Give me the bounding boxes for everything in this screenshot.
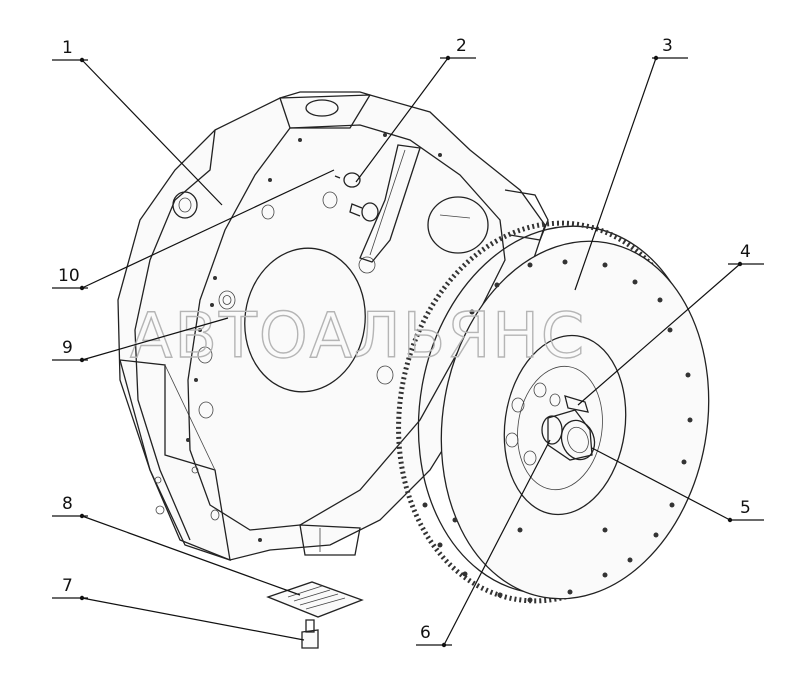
callout-4: 4 (577, 242, 764, 406)
callout-8: 8 (52, 494, 301, 596)
callout-label-2: 2 (456, 36, 467, 56)
callout-10: 10 (52, 169, 335, 291)
callout-1: 1 (52, 38, 223, 206)
callout-label-7: 7 (62, 576, 73, 596)
callout-label-1: 1 (62, 38, 73, 58)
callout-5: 5 (591, 447, 764, 523)
drain-plug (301, 619, 319, 649)
callout-3: 3 (574, 36, 688, 291)
callout-9: 9 (52, 317, 229, 363)
callout-7: 7 (52, 576, 305, 641)
callout-label-9: 9 (62, 338, 73, 358)
callout-label-3: 3 (662, 36, 673, 56)
callout-6: 6 (416, 439, 551, 648)
flywheel-housing (117, 91, 549, 561)
callouts: 1 2 3 4 5 (52, 36, 764, 648)
watermark: АВТОАЛЬЯНС (130, 299, 586, 372)
callout-label-8: 8 (62, 494, 73, 514)
pilot-bearing (541, 395, 596, 461)
callout-label-4: 4 (740, 242, 751, 262)
callout-label-6: 6 (420, 623, 431, 643)
callout-2: 2 (355, 36, 476, 183)
inspection-cover (266, 581, 364, 618)
callout-label-5: 5 (740, 498, 751, 518)
callout-label-10: 10 (58, 266, 80, 286)
